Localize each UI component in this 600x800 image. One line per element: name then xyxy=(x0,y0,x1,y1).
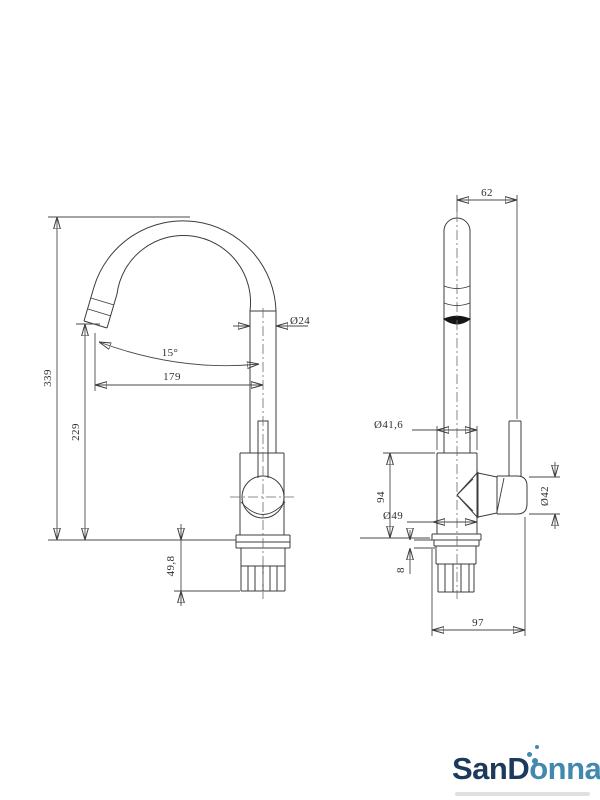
dim-under-deck: 49,8 xyxy=(165,524,240,606)
handle-side xyxy=(456,420,528,519)
dim-body-height: 94 xyxy=(360,452,435,539)
dim-label-d42: Ø42 xyxy=(539,486,551,506)
side-view xyxy=(431,212,528,599)
faucet-body-front xyxy=(239,452,286,535)
logo-bubble-icon xyxy=(535,745,539,749)
dim-label-8: 8 xyxy=(395,567,407,573)
brand-logo-light-part: onna xyxy=(529,751,600,786)
dim-label-d49: Ø49 xyxy=(383,510,403,522)
logo-bubble-icon xyxy=(532,758,538,764)
dim-label-94: 94 xyxy=(375,491,387,503)
side-view-dimensions: 62 Ø41,6 94 Ø49 8 xyxy=(360,187,560,636)
page-edge-shadow xyxy=(455,792,590,796)
dim-depth-total: 97 xyxy=(431,517,526,636)
dim-label-179: 179 xyxy=(163,371,181,383)
front-view xyxy=(83,220,296,599)
base-side xyxy=(431,533,482,593)
dim-handle-offset: 62 xyxy=(456,187,518,419)
brand-logo: SanDonna xyxy=(452,751,600,787)
dim-label-d24: Ø24 xyxy=(290,315,310,327)
front-view-dimensions: 339 229 49,8 179 15° Ø24 xyxy=(42,216,310,606)
dim-label-62: 62 xyxy=(481,187,493,199)
dim-spout-reach: 179 xyxy=(94,333,263,391)
spout-outline xyxy=(83,220,277,453)
dim-outlet-height: 229 xyxy=(70,323,100,540)
dim-spout-angle: 15° xyxy=(99,342,259,366)
dim-label-15deg: 15° xyxy=(162,347,179,359)
logo-bubble-icon xyxy=(527,752,532,757)
dim-label-d41-6: Ø41,6 xyxy=(374,419,403,431)
dim-label-229: 229 xyxy=(70,423,82,441)
dim-body-diameter: Ø41,6 xyxy=(374,419,478,450)
dim-base-diameter: Ø49 xyxy=(383,510,477,522)
dim-spout-diameter: Ø24 xyxy=(233,315,310,327)
dim-overall-height: 339 xyxy=(42,216,236,541)
dim-handle-joint-diameter: Ø42 xyxy=(529,462,560,529)
dim-label-97: 97 xyxy=(472,617,484,629)
dim-label-49-8: 49,8 xyxy=(165,555,177,576)
dim-flange-step: 8 xyxy=(395,530,435,574)
dim-label-339: 339 xyxy=(42,369,54,387)
brand-logo-dark-part: SanD xyxy=(452,751,530,786)
